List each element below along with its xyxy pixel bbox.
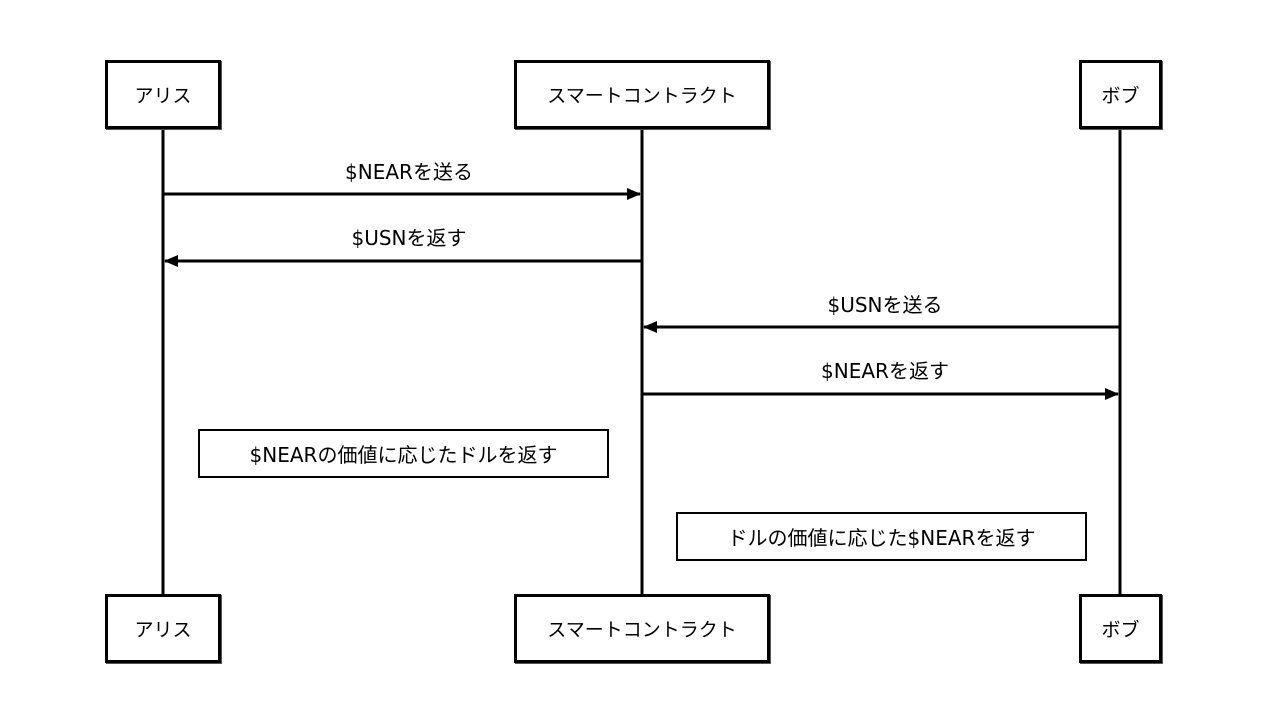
participant-alice-label-bottom: アリス <box>134 619 192 641</box>
participant-contract-label-bottom: スマートコントラクト <box>547 619 737 641</box>
message-label-return-usn: $USNを返す <box>351 226 467 250</box>
participant-alice-top: アリス <box>105 60 221 129</box>
message-label-return-near: $NEARを返す <box>821 359 949 383</box>
participant-contract-label: スマートコントラクト <box>547 85 737 107</box>
participant-contract-top: スマートコントラクト <box>514 60 770 129</box>
participant-bob-top: ボブ <box>1079 60 1162 129</box>
note-dollar-to-near-label: ドルの価値に応じた$NEARを返す <box>727 526 1036 550</box>
participant-contract-bottom: スマートコントラクト <box>514 594 770 663</box>
note-near-to-dollar-label: $NEARの価値に応じたドルを返す <box>249 443 558 467</box>
participant-alice-label: アリス <box>134 85 192 107</box>
participant-bob-label-bottom: ボブ <box>1101 619 1140 641</box>
note-near-to-dollar: $NEARの価値に応じたドルを返す <box>198 429 609 478</box>
message-label-send-usn: $USNを送る <box>827 293 943 317</box>
note-dollar-to-near: ドルの価値に応じた$NEARを返す <box>676 512 1087 561</box>
message-label-send-near: $NEARを送る <box>345 160 473 184</box>
participant-alice-bottom: アリス <box>105 594 221 663</box>
participant-bob-label: ボブ <box>1101 85 1140 107</box>
participant-bob-bottom: ボブ <box>1079 594 1162 663</box>
